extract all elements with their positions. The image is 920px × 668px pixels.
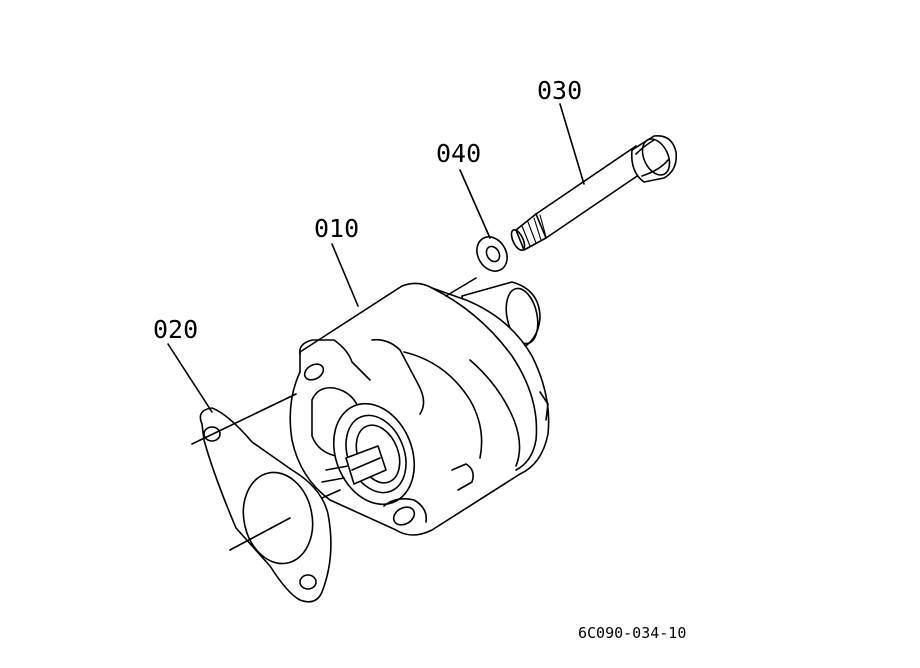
assembly-axis-lines [191,277,477,551]
gasket-020[interactable] [199,407,332,603]
pump-body-010[interactable] [289,281,550,536]
bolt-030[interactable] [509,135,678,252]
callout-label-010: 010 [314,214,359,243]
callout-label-030: 030 [537,76,582,105]
callout-label-040: 040 [436,139,481,168]
drawing-reference-number: 6C090-034-10 [578,624,686,642]
washer-040[interactable] [471,231,513,276]
callout-label-020: 020 [153,315,198,344]
leader-lines [167,103,585,413]
